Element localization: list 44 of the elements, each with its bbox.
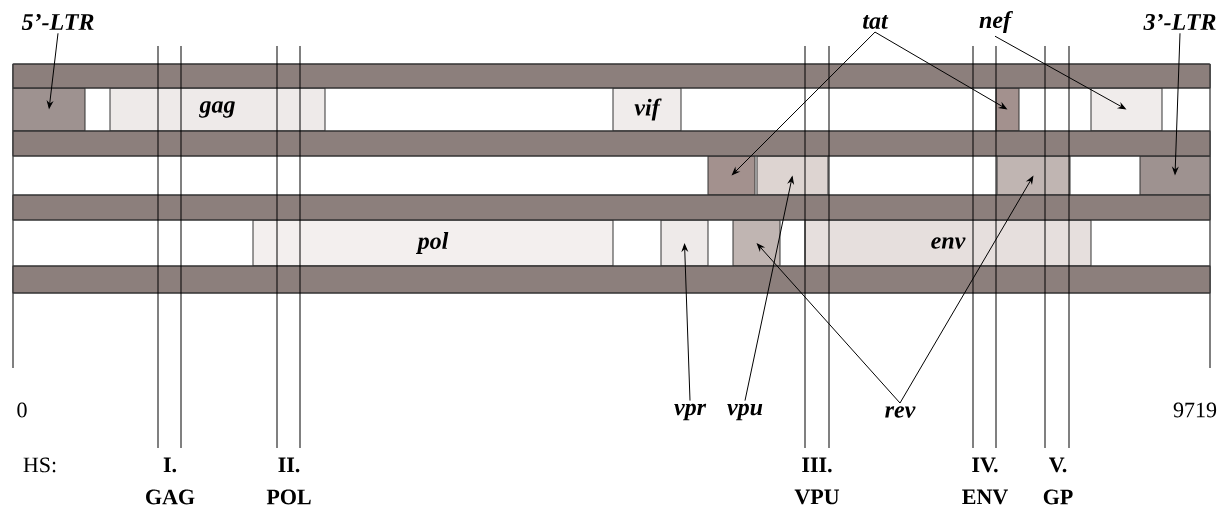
hotspot-label: ENV bbox=[962, 489, 1008, 505]
gene-box bbox=[707, 155, 756, 196]
gene-box bbox=[756, 155, 829, 196]
hotspot-label: GAG bbox=[146, 489, 195, 505]
hotspot-label: GP bbox=[1043, 489, 1073, 505]
gene-label: rev bbox=[885, 406, 916, 418]
reading-frame-bar bbox=[12, 265, 1211, 294]
gene-label: vpr bbox=[674, 403, 707, 421]
leader-arrow bbox=[756, 243, 901, 404]
gene-box bbox=[1090, 87, 1163, 132]
hotspot-label: POL bbox=[266, 489, 311, 505]
gene-label: vpu bbox=[727, 403, 763, 421]
leader-arrow bbox=[874, 31, 1007, 110]
gene-box: env bbox=[804, 219, 1092, 267]
hotspot-label: V. bbox=[1049, 457, 1067, 473]
leader-arrow bbox=[1172, 32, 1181, 175]
hotspot-label: I. bbox=[163, 457, 177, 473]
reading-frame-bar bbox=[12, 63, 1211, 89]
gene-label: 5’-LTR bbox=[21, 13, 94, 31]
leader-arrow bbox=[47, 32, 59, 109]
gene-box bbox=[1139, 155, 1211, 196]
gene-label: 3’-LTR bbox=[1143, 13, 1216, 31]
hotspot-label: IV. bbox=[972, 457, 998, 473]
hotspot-label: VPU bbox=[794, 489, 840, 505]
leader-arrow bbox=[732, 31, 876, 175]
gene-label: tat bbox=[863, 15, 889, 29]
gene-box bbox=[12, 87, 86, 132]
gene-box: vif bbox=[612, 87, 682, 132]
leader-arrow bbox=[899, 176, 1034, 404]
axis-number: 0 bbox=[17, 402, 27, 418]
gene-box: gag bbox=[109, 87, 326, 132]
gene-box: pol bbox=[252, 219, 614, 267]
gene-box bbox=[732, 219, 781, 267]
axis-number: 9719 bbox=[1173, 402, 1217, 418]
gene-box bbox=[660, 219, 709, 267]
leader-arrow bbox=[681, 243, 691, 402]
gene-label: nef bbox=[979, 11, 1013, 33]
hotspot-label: III. bbox=[802, 457, 832, 473]
reading-frame-bar bbox=[12, 194, 1211, 221]
leader-arrow bbox=[744, 176, 794, 402]
row-label: HS: bbox=[23, 457, 56, 473]
leader-arrow bbox=[994, 35, 1126, 110]
hotspot-label: II. bbox=[278, 457, 300, 473]
reading-frame-bar bbox=[12, 130, 1211, 157]
